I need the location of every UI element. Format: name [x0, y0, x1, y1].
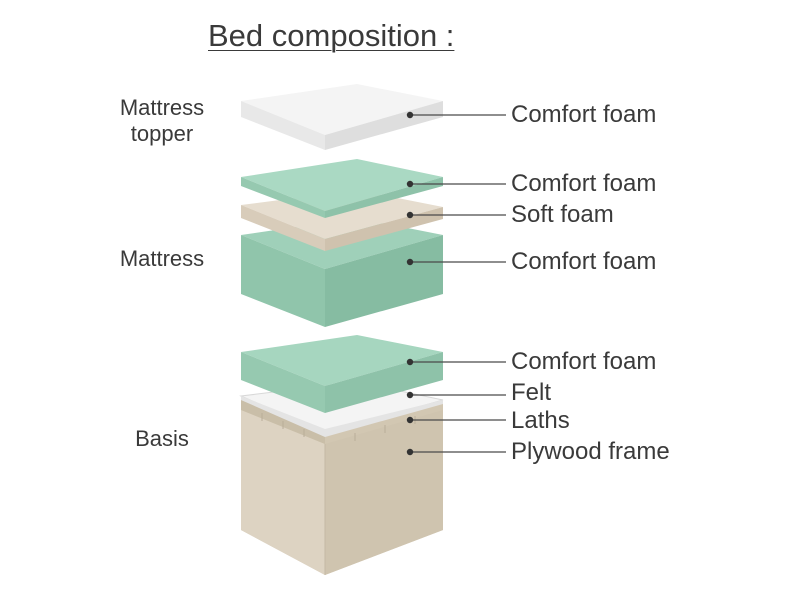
layer-label-topper-comfort-foam: Comfort foam	[511, 101, 657, 128]
layer-label-mattress-comfort-foam-top: Comfort foam	[511, 170, 657, 197]
layer-label-basis-comfort-foam: Comfort foam	[511, 348, 657, 375]
layer-label-soft-foam: Soft foam	[511, 201, 614, 228]
group-label-mattress-topper: Mattress topper	[104, 95, 220, 147]
leader-dot	[406, 416, 414, 424]
leader-dot	[406, 111, 414, 119]
leader-dot	[406, 391, 414, 399]
leader-dot	[406, 448, 414, 456]
layer-label-felt: Felt	[511, 379, 552, 406]
layer-label-plywood-frame: Plywood frame	[511, 438, 670, 465]
plywood-frame-block	[241, 407, 443, 575]
basis-comfort-foam-block	[241, 335, 443, 413]
leader-lines	[406, 111, 506, 456]
mattress-topper-block	[241, 84, 443, 150]
leader-dot	[406, 358, 414, 366]
layer-label-mattress-comfort-foam-bottom: Comfort foam	[511, 248, 657, 275]
group-label-line: Mattress	[119, 95, 205, 120]
group-label-line: topper	[130, 121, 194, 146]
diagram-title: Bed composition :	[208, 18, 455, 53]
leader-dot	[406, 180, 414, 188]
leader-dot	[406, 258, 414, 266]
laths-block	[241, 400, 443, 444]
group-label-basis: Basis	[135, 426, 189, 451]
mattress-top-comfort-foam-block	[241, 159, 443, 218]
layer-label-laths: Laths	[511, 407, 570, 434]
group-label-mattress: Mattress	[119, 246, 205, 271]
leader-dot	[406, 211, 414, 219]
